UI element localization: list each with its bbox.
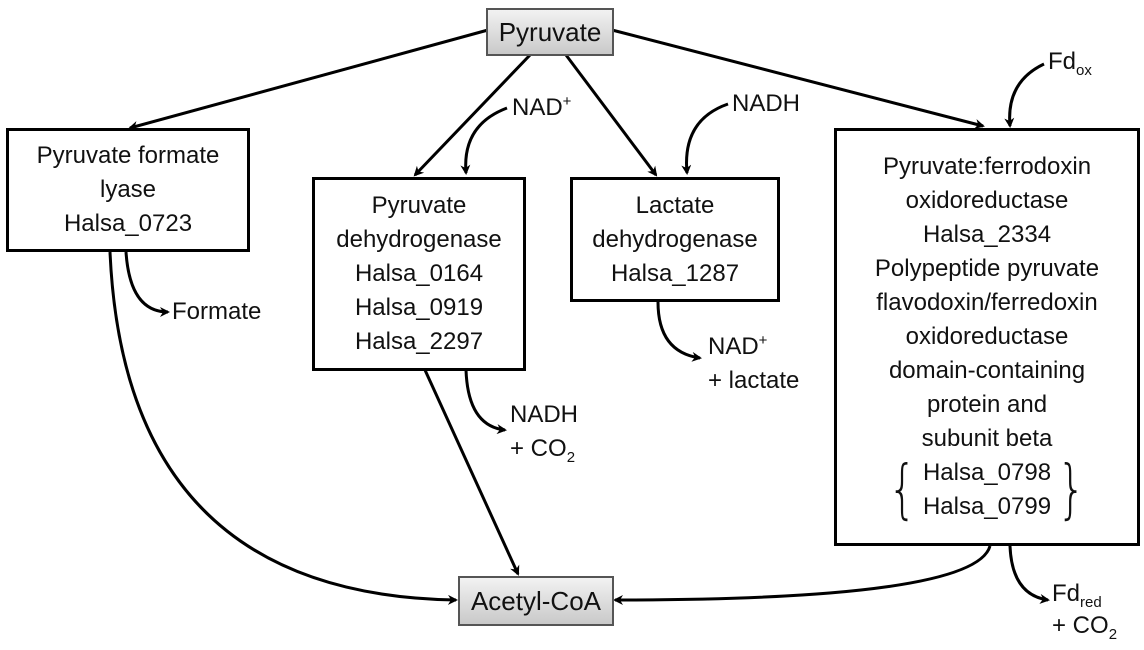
left-brace: { bbox=[888, 453, 917, 527]
bracket-item-1: Halsa_0798 bbox=[922, 459, 1052, 486]
arrow-pfor-to-acetylcoa bbox=[613, 545, 992, 605]
pdh-line-2: dehydrogenase bbox=[336, 226, 502, 253]
bracket-item-2: Halsa_0799 bbox=[922, 493, 1052, 520]
ldh-line-2: dehydrogenase bbox=[592, 225, 758, 253]
pfl-line-1: Pyruvate formate bbox=[36, 142, 220, 169]
pfor-line-4: Polypeptide pyruvate bbox=[874, 255, 1100, 282]
pfl-line-3: Halsa_0723 bbox=[63, 210, 193, 237]
formate-output-label: Formate bbox=[172, 298, 262, 325]
arrow-fdred-out bbox=[1008, 545, 1050, 604]
pfor-bracket-group: { Halsa_0798 Halsa_0799 } bbox=[882, 456, 1092, 524]
fd-ox-label: Fdox bbox=[1048, 48, 1092, 79]
nadh-co2-output-label: NADH + CO2 bbox=[510, 401, 579, 466]
pyruvate-dehydrogenase-box: Pyruvate dehydrogenase Halsa_0164 Halsa_… bbox=[312, 177, 526, 371]
arrow-pfl-to-acetylcoa bbox=[108, 251, 458, 605]
pfor-line-6: oxidoreductase bbox=[905, 323, 1069, 350]
nadh-output: NADH bbox=[510, 401, 579, 428]
pdh-line-1: Pyruvate bbox=[371, 192, 467, 219]
pfl-line-2: lyase bbox=[99, 176, 157, 203]
ldh-line-3: Halsa_1287 bbox=[610, 259, 740, 287]
pyruvate-label: Pyruvate bbox=[498, 17, 602, 47]
arrow-fdox-in bbox=[1004, 62, 1045, 128]
arrow-pyruvate-to-pdh bbox=[413, 53, 532, 177]
nadh-input-label: NADH bbox=[732, 90, 801, 117]
nad-lactate-output-label: NAD+ + lactate bbox=[708, 332, 800, 394]
nad-plus-input-label: NAD+ bbox=[512, 93, 572, 121]
pfor-line-7: domain-containing bbox=[888, 357, 1086, 384]
ldh-line-1: Lactate bbox=[635, 191, 715, 219]
pfor-line-3: Halsa_2334 bbox=[922, 221, 1052, 248]
arrow-pdh-to-acetylcoa bbox=[423, 369, 520, 576]
arrow-formate-out bbox=[124, 251, 170, 317]
arrow-nadh-co2-out bbox=[464, 369, 507, 435]
arrow-pyruvate-to-pfor bbox=[611, 28, 985, 129]
pfor-line-2: oxidoreductase bbox=[905, 187, 1069, 214]
arrow-pyruvate-to-ldh bbox=[564, 54, 658, 177]
pfor-line-8: protein and bbox=[926, 391, 1048, 418]
pyruvate-ferredoxin-oxidoreductase-box: Pyruvate:ferrodoxin oxidoreductase Halsa… bbox=[834, 128, 1140, 546]
acetyl-coa-node: Acetyl-CoA bbox=[458, 576, 614, 626]
pyruvate-node: Pyruvate bbox=[486, 8, 614, 56]
arrow-pyruvate-to-pfl bbox=[128, 28, 489, 131]
arrow-nad-lactate-out bbox=[656, 301, 702, 362]
pfor-line-9: subunit beta bbox=[921, 425, 1053, 452]
pyruvate-formate-lyase-box: Pyruvate formate lyase Halsa_0723 bbox=[6, 128, 250, 252]
arrow-nad-in bbox=[460, 106, 508, 175]
pfor-line-5: flavodoxin/ferredoxin bbox=[876, 289, 1098, 316]
fd-red-co2-output-label: Fdred + CO2 bbox=[1052, 580, 1118, 643]
lactate-dehydrogenase-box: Lactate dehydrogenase Halsa_1287 bbox=[570, 177, 780, 302]
arrow-nadh-in bbox=[681, 102, 729, 175]
acetyl-coa-label: Acetyl-CoA bbox=[470, 586, 602, 616]
pdh-line-4: Halsa_0919 bbox=[354, 294, 484, 321]
pdh-line-3: Halsa_0164 bbox=[354, 260, 484, 287]
pfor-line-1: Pyruvate:ferrodoxin bbox=[882, 153, 1092, 180]
pdh-line-5: Halsa_2297 bbox=[354, 328, 484, 355]
bracket-list: Halsa_0798 Halsa_0799 bbox=[923, 456, 1051, 524]
right-brace: } bbox=[1057, 453, 1086, 527]
